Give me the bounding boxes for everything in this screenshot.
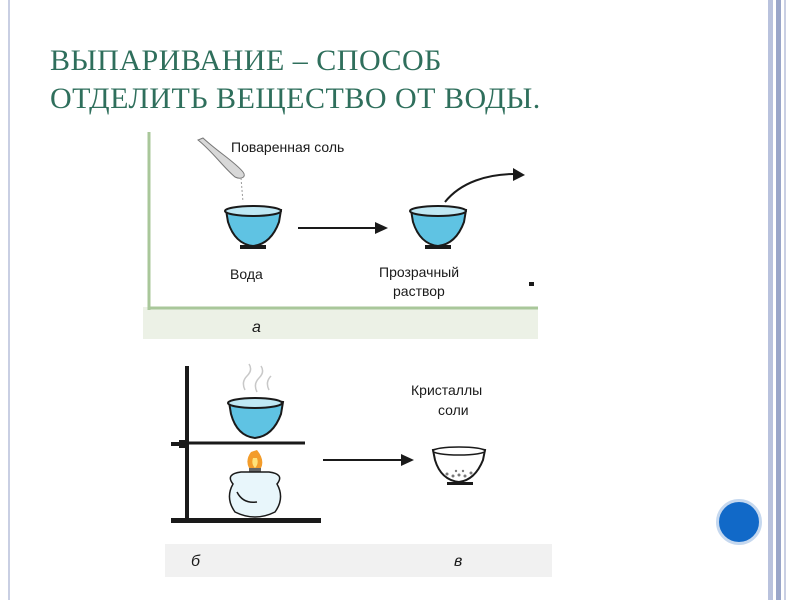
- curved-arrow-icon: [444, 168, 525, 203]
- arrow-right-icon: [323, 454, 414, 466]
- caption-b: б: [191, 553, 201, 570]
- label-water: Вода: [230, 266, 263, 282]
- arrow-right-icon: [298, 222, 388, 234]
- label-crystals-line-1: Кристаллы: [411, 382, 482, 398]
- figure-evaporation: Кристаллы соли б в: [165, 362, 552, 577]
- frame-border-right-light: [784, 0, 786, 600]
- caption-v: в: [454, 553, 462, 570]
- slide-title: ВЫПАРИВАНИЕ – СПОСОБ ОТДЕЛИТЬ ВЕЩЕСТВО О…: [50, 42, 750, 118]
- bowl-water-icon: [224, 205, 283, 249]
- spoon-icon: [197, 137, 245, 179]
- steam-icon: [242, 363, 272, 393]
- frame-border-left: [8, 0, 10, 600]
- label-solution-line-2: раствор: [393, 283, 445, 299]
- label-crystals-line-2: соли: [438, 402, 469, 418]
- slide-title-line-2: ОТДЕЛИТЬ ВЕЩЕСТВО ОТ ВОДЫ.: [50, 82, 541, 115]
- label-solution-line-1: Прозрачный: [379, 264, 459, 280]
- slide-title-line-1: ВЫПАРИВАНИЕ – СПОСОБ: [50, 44, 442, 77]
- alcohol-burner-icon: [228, 450, 282, 518]
- caption-a: а: [252, 319, 261, 336]
- bowl-solution-icon: [409, 205, 468, 249]
- frame-border-right-dark: [776, 0, 781, 600]
- frame-border-right: [768, 0, 773, 600]
- figure-dissolving: Поваренная соль Вода Прозрачный раствор …: [143, 132, 538, 339]
- bowl-heated-icon: [227, 397, 285, 440]
- label-salt: Поваренная соль: [231, 139, 344, 155]
- lab-stand-icon: [171, 366, 321, 523]
- bowl-crystals-icon: [431, 446, 487, 485]
- decorative-circle: [716, 499, 762, 545]
